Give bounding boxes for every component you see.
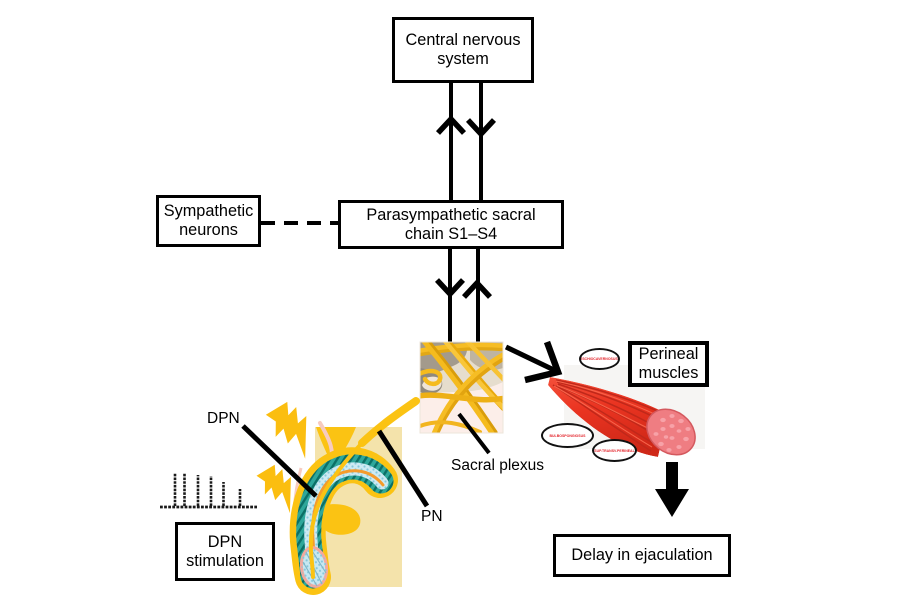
penis-anatomy-illustration	[289, 397, 420, 595]
muscle-tag-text: BULBOSPONGIOSUS	[549, 433, 586, 438]
plexus-to-muscle-arrow-shaft	[504, 344, 556, 373]
box-label: Perineal muscles	[638, 345, 699, 382]
label-pn: PN	[421, 508, 443, 525]
label-dpn: DPN	[207, 410, 240, 427]
box-perineal-muscles[interactable]: Perineal muscles	[628, 341, 709, 387]
box-parasympathetic-sacral-chain[interactable]: Parasympathetic sacral chain S1–S4	[338, 200, 564, 249]
arrowhead-down-icon	[434, 278, 466, 299]
stimulation-bolt-icons	[256, 401, 307, 514]
arrowhead-up-icon	[461, 278, 493, 299]
box-central-nervous-system[interactable]: Central nervous system	[392, 17, 534, 83]
pn-pointer	[376, 429, 430, 508]
muscle-tag-text: ISCHIOCAVERNOSUS	[581, 357, 618, 361]
cns-parasympathetic-connectors	[435, 83, 497, 200]
arrowhead-up-icon	[435, 114, 467, 135]
stimulus-pulse-train	[160, 473, 257, 509]
box-sympathetic-neurons[interactable]: Sympathetic neurons	[156, 195, 261, 247]
muscle-tag-oval: SUP.TRANSV.PERINEAL	[592, 439, 637, 462]
sacral-plexus-pointer	[457, 412, 491, 455]
muscle-tag-text: SUP.TRANSV.PERINEAL	[594, 448, 635, 453]
box-label: Sympathetic neurons	[163, 202, 254, 239]
muscle-tag-oval: ISCHIOCAVERNOSUS	[579, 348, 620, 370]
bolt-icon	[265, 401, 307, 459]
box-delay-in-ejaculation[interactable]: Delay in ejaculation	[553, 534, 731, 577]
dpn-pointer	[241, 424, 318, 498]
box-label: Central nervous system	[405, 31, 521, 68]
box-label: DPN stimulation	[186, 532, 264, 570]
muscle-fascicles	[653, 414, 691, 452]
plexus-to-muscle-arrowhead	[524, 340, 563, 384]
box-label: Parasympathetic sacral chain S1–S4	[366, 205, 536, 243]
parasympathetic-plexus-connectors	[434, 249, 493, 344]
bolt-icon	[256, 464, 291, 514]
arrowhead-down-icon	[465, 118, 497, 139]
box-dpn-stimulation[interactable]: DPN stimulation	[175, 522, 275, 581]
pointer-lines	[241, 340, 563, 508]
down-arrow-icon	[655, 462, 689, 517]
label-sacral-plexus: Sacral plexus	[451, 457, 545, 474]
box-label: Delay in ejaculation	[571, 546, 713, 565]
muscle-tag-oval: BULBOSPONGIOSUS	[541, 423, 594, 448]
